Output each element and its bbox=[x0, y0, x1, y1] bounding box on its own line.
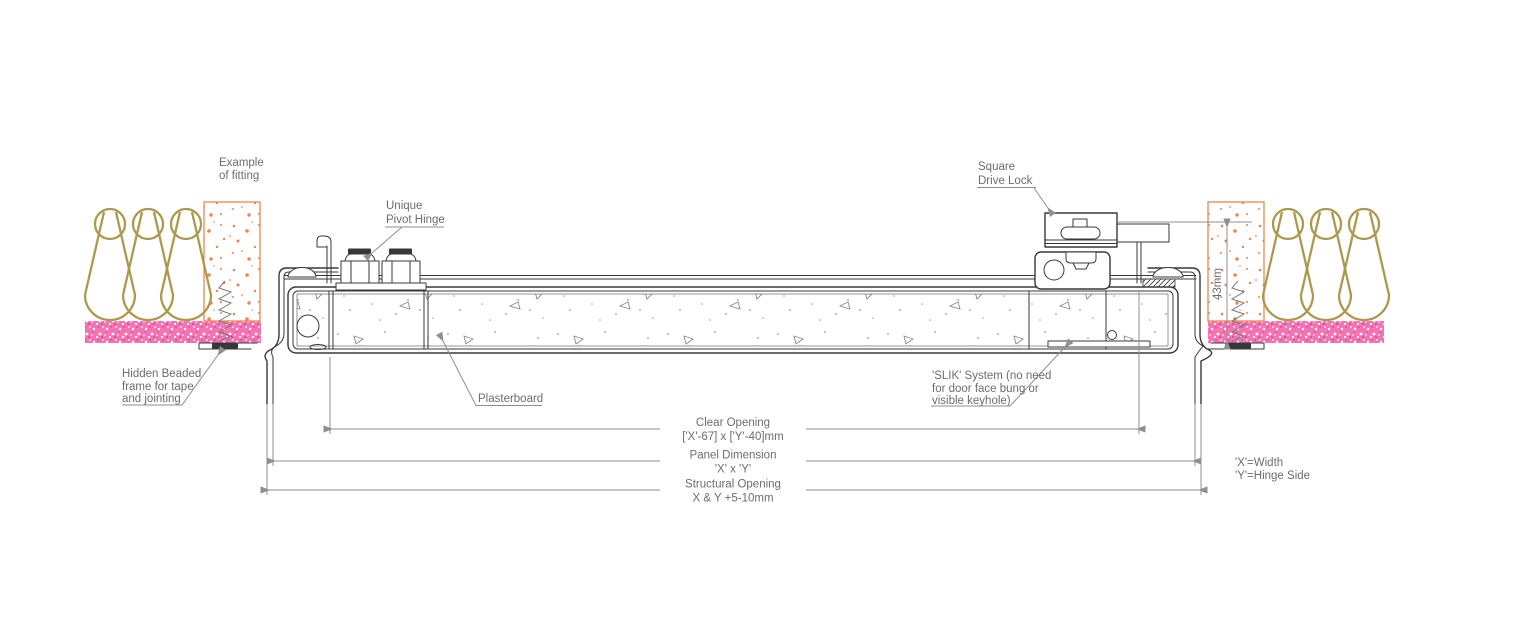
label-drive-lock-line2: Drive Lock bbox=[978, 175, 1033, 187]
label-pivot-hinge-line2: Pivot Hinge bbox=[386, 214, 445, 226]
lock-spindle bbox=[1136, 241, 1142, 284]
label-slik-line2: for door face bung or bbox=[932, 383, 1039, 395]
label-hidden-frame-line3: and jointing bbox=[122, 393, 181, 405]
lock-fixing-hole bbox=[1043, 259, 1065, 281]
label-example-line2: of fitting bbox=[219, 170, 259, 182]
left-plasterboard-lining bbox=[85, 321, 261, 343]
label-example-line1: Example bbox=[219, 157, 264, 169]
left-timber-stud bbox=[203, 201, 261, 322]
latch-keeper-hatched bbox=[1142, 278, 1176, 288]
hidden-beaded-frame-right bbox=[1147, 267, 1265, 405]
right-insulation-batt-icon bbox=[1261, 207, 1391, 322]
dim-structural-value: X & Y +5-10mm bbox=[692, 493, 773, 505]
label-43mm: 43mm bbox=[1212, 268, 1224, 300]
left-wall-section bbox=[83, 201, 261, 349]
label-drive-lock-line1: Square bbox=[978, 161, 1015, 173]
label-hidden-frame-line2: frame for tape bbox=[122, 381, 194, 393]
square-drive-lock-assembly bbox=[1034, 212, 1176, 290]
hinge-nut-2 bbox=[381, 248, 421, 284]
label-hidden-frame-line1: Hidden Beaded bbox=[122, 368, 201, 380]
left-insulation-batt-icon bbox=[83, 207, 213, 322]
annotations: Example of fitting Unique Pivot Hinge Sq… bbox=[122, 157, 1310, 505]
label-slik-line3: visible keyhole) bbox=[932, 395, 1011, 407]
hinge-bracket bbox=[316, 235, 332, 284]
right-timber-stud bbox=[1207, 201, 1265, 322]
latch-arm bbox=[1116, 223, 1170, 243]
door-bottom-detail bbox=[309, 344, 327, 350]
internal-reinforcement-plates bbox=[328, 290, 1107, 350]
right-plasterboard-lining bbox=[1208, 321, 1384, 343]
label-pivot-hinge-line1: Unique bbox=[386, 200, 422, 212]
leader-lines bbox=[122, 187, 1074, 407]
label-slik-line1: 'SLIK' System (no need bbox=[932, 370, 1051, 382]
right-fixing-screw-icon bbox=[1225, 280, 1251, 349]
dim-clear-title: Clear Opening bbox=[696, 417, 770, 429]
hinge-nut-1 bbox=[340, 248, 380, 284]
dim-clear-value: ['X'-67] x ['Y'-40]mm bbox=[682, 431, 783, 443]
latch-guide-pin bbox=[1107, 330, 1117, 340]
right-frame-rivet-dome bbox=[1152, 267, 1184, 278]
dim-panel-value: 'X' x 'Y' bbox=[715, 464, 751, 476]
right-wall-section bbox=[1207, 201, 1391, 349]
left-frame-rivet-dome bbox=[287, 267, 317, 278]
pivot-pin-icon bbox=[296, 314, 320, 338]
ext-right bbox=[1194, 404, 1202, 495]
dimension-lines bbox=[260, 218, 1252, 495]
label-plasterboard: Plasterboard bbox=[478, 393, 543, 405]
legend-y-hinge-side: 'Y'=Hinge Side bbox=[1235, 470, 1310, 482]
access-panel-door bbox=[287, 286, 1179, 354]
dim-panel-title: Panel Dimension bbox=[690, 450, 777, 462]
dim-structural-title: Structural Opening bbox=[685, 479, 781, 491]
pivot-hinge-assembly bbox=[316, 235, 427, 291]
legend-x-width: 'X'=Width bbox=[1235, 457, 1283, 469]
slik-slide-latch bbox=[1047, 340, 1151, 348]
ext-left bbox=[266, 404, 274, 495]
